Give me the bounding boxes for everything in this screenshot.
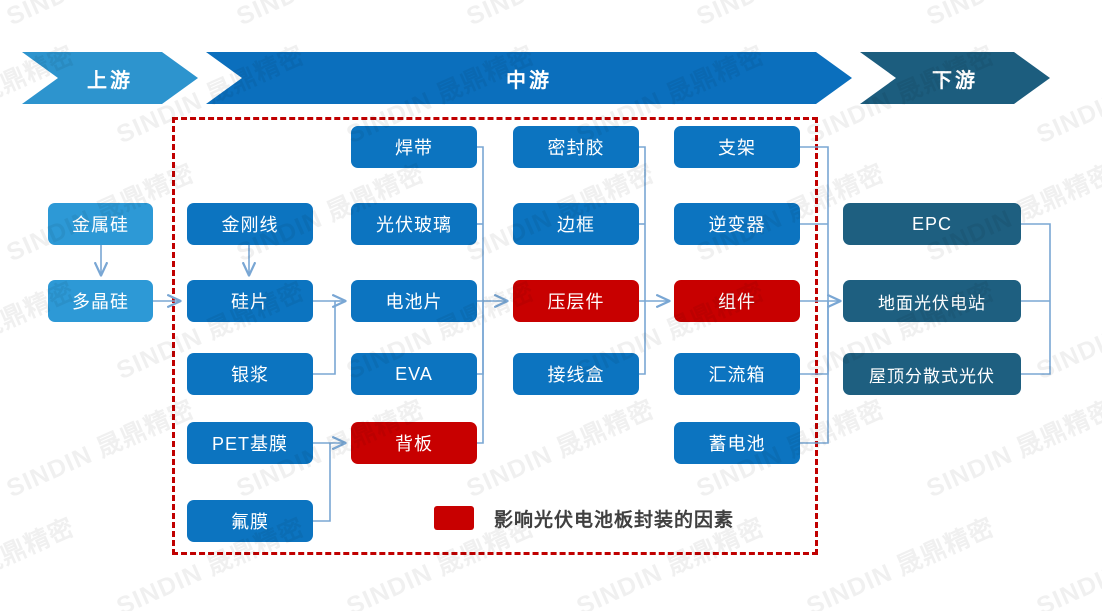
link-fluorinefilm-bus: [313, 443, 331, 522]
node-label: 金刚线: [221, 215, 279, 235]
node-fluorine-film[interactable]: 氟膜: [187, 500, 313, 542]
link-combinerbox-bus: [800, 301, 829, 375]
node-diamond-wire[interactable]: 金刚线: [187, 203, 313, 245]
node-label: 多晶硅: [72, 292, 129, 312]
node-epc[interactable]: EPC: [843, 203, 1021, 245]
node-frame[interactable]: 边框: [513, 203, 639, 245]
node-label: 支架: [718, 138, 756, 158]
node-polysilicon[interactable]: 多晶硅: [48, 280, 153, 322]
legend-label: 影响光伏电池板封装的因素: [494, 509, 735, 531]
node-label: 背板: [395, 434, 433, 454]
node-label: 屋顶分散式光伏: [869, 366, 995, 386]
value-chain-banner: 上游 中游 下游: [22, 52, 1050, 104]
node-rooftop-distributed-pv[interactable]: 屋顶分散式光伏: [843, 353, 1021, 395]
link-rooftop-bus: [1021, 301, 1051, 375]
node-label: 银浆: [231, 365, 269, 385]
node-laminate[interactable]: 压层件: [513, 280, 639, 322]
link-battery-bus: [800, 301, 829, 444]
link-backsheet-bus: [477, 301, 484, 444]
link-bracket-bus: [800, 146, 829, 301]
node-ground-pv-station[interactable]: 地面光伏电站: [843, 280, 1021, 322]
node-label: 金属硅: [72, 215, 129, 235]
node-label: PET基膜: [211, 434, 288, 454]
legend: 影响光伏电池板封装的因素: [434, 503, 734, 533]
node-inverter[interactable]: 逆变器: [674, 203, 800, 245]
banner-label-upstream: 上游: [87, 69, 133, 92]
link-silverpaste-bus: [313, 301, 336, 375]
midstream-highlight-region: [172, 117, 818, 555]
node-label: EVA: [395, 363, 433, 384]
node-silicon-wafer[interactable]: 硅片: [187, 280, 313, 322]
node-solar-cell[interactable]: 电池片: [351, 280, 477, 322]
node-label: 接线盒: [547, 365, 605, 385]
node-bracket[interactable]: 支架: [674, 126, 800, 168]
node-label: 硅片: [231, 292, 269, 312]
node-label: 密封胶: [547, 138, 605, 158]
node-pet-base-film[interactable]: PET基膜: [187, 422, 313, 464]
node-sealant[interactable]: 密封胶: [513, 126, 639, 168]
node-label: 逆变器: [708, 215, 766, 235]
banner-segment-midstream: 中游: [206, 52, 852, 104]
node-label: 光伏玻璃: [376, 215, 452, 235]
node-combiner-box[interactable]: 汇流箱: [674, 353, 800, 395]
node-label: 组件: [718, 292, 756, 312]
link-sealant-bus: [639, 146, 646, 301]
node-label: 电池片: [385, 292, 443, 312]
node-junction-box[interactable]: 接线盒: [513, 353, 639, 395]
node-label: 蓄电池: [708, 434, 766, 454]
banner-label-midstream: 中游: [506, 69, 552, 92]
node-solder-ribbon[interactable]: 焊带: [351, 126, 477, 168]
node-metal-silicon[interactable]: 金属硅: [48, 203, 153, 245]
node-label: EPC: [911, 213, 952, 234]
node-label: 边框: [557, 215, 595, 235]
node-label: 地面光伏电站: [878, 293, 986, 313]
link-eva-bus: [477, 301, 484, 375]
node-eva[interactable]: EVA: [351, 353, 477, 395]
link-solderribbon-bus: [477, 146, 484, 301]
node-label: 压层件: [547, 292, 605, 312]
node-pv-glass[interactable]: 光伏玻璃: [351, 203, 477, 245]
node-label: 汇流箱: [708, 365, 766, 385]
banner-label-downstream: 下游: [932, 69, 978, 92]
link-epc-bus: [1021, 223, 1051, 301]
node-label: 焊带: [395, 138, 433, 158]
node-module[interactable]: 组件: [674, 280, 800, 322]
node-silver-paste[interactable]: 银浆: [187, 353, 313, 395]
link-junctionbox-bus: [639, 301, 646, 375]
node-label: 氟膜: [231, 512, 269, 532]
node-backsheet[interactable]: 背板: [351, 422, 477, 464]
node-battery[interactable]: 蓄电池: [674, 422, 800, 464]
legend-color-swatch: [434, 506, 474, 530]
